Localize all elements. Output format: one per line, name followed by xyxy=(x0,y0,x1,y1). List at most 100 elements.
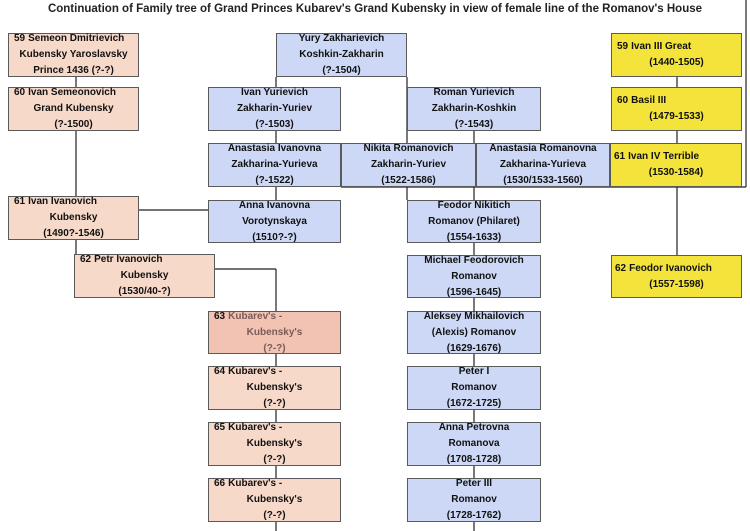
person-line: Kubensky's xyxy=(246,494,303,505)
person-dates: (1629-1676) xyxy=(446,342,502,354)
generation-number: 62 xyxy=(615,262,627,274)
person-dates: (1530/40-?) xyxy=(118,286,171,297)
person-line: Koshkin-Zakharin xyxy=(299,49,384,60)
person-line: Romanov xyxy=(451,270,497,282)
person-box-peter-iii: Peter III Romanov (1728-1762) xyxy=(407,478,541,522)
person-line: Kubensky xyxy=(49,212,98,223)
generation-number: 60 xyxy=(14,87,26,98)
person-name: Kubarev's - xyxy=(228,366,283,377)
person-line: Zakharina-Yurieva xyxy=(499,159,587,170)
person-line: Romanov (Philaret) xyxy=(428,215,520,227)
person-box-michael: Michael Feodorovich Romanov (1596-1645) xyxy=(407,255,541,298)
person-line: Vorotynskaya xyxy=(242,215,307,227)
person-name: Kubarev's - xyxy=(228,310,283,322)
generation-number: 61 xyxy=(614,151,626,162)
person-dates: (1557-1598) xyxy=(649,278,704,290)
person-name: Ivan III Great xyxy=(631,41,692,52)
person-box-nikita: Nikita Romanovich Zakharin-Yuriev (1522-… xyxy=(341,143,476,187)
person-box-anastasia-ivanovna: Anastasia Ivanovna Zakharina-Yurieva (?-… xyxy=(208,143,341,187)
person-line: Kubensky's xyxy=(246,438,303,449)
person-dates: (1510?-?) xyxy=(252,231,297,243)
person-dates: (?-1503) xyxy=(255,119,294,130)
person-name: Aleksey Mikhailovich xyxy=(423,310,525,322)
person-line: Romanova xyxy=(448,438,500,449)
generation-number: 64 xyxy=(214,366,226,377)
person-box-ivan-yurievich: Ivan Yurievich Zakharin-Yuriev (?-1503) xyxy=(208,87,341,131)
person-dates: (1530/1533-1560) xyxy=(503,175,583,186)
person-line: Kubensky's xyxy=(246,382,303,393)
person-name: Anastasia Romanovna xyxy=(489,143,597,154)
person-line: (Alexis) Romanov xyxy=(431,326,517,338)
person-name: Ivan IV Terrible xyxy=(628,151,700,162)
person-name: Feodor Ivanovich xyxy=(629,262,712,274)
generation-number: 65 xyxy=(214,422,226,433)
person-name: Basil III xyxy=(631,95,667,106)
generation-number: 59 xyxy=(14,33,26,44)
person-dates: (1440-1505) xyxy=(649,57,704,68)
person-name: Michael Feodorovich xyxy=(424,254,524,266)
person-line: Zakharin-Yuriev xyxy=(236,103,313,114)
person-box-aleksey: Aleksey Mikhailovich (Alexis) Romanov (1… xyxy=(407,311,541,354)
person-name: Anna Petrovna xyxy=(438,422,510,433)
person-name: Ivan Semeonovich xyxy=(28,87,116,98)
person-box-roman-yurievich: Roman Yurievich Zakharin-Koshkin (?-1543… xyxy=(407,87,541,131)
generation-number: 59 xyxy=(617,41,629,52)
person-name: Ivan Yurievich xyxy=(240,87,309,98)
generation-number: 60 xyxy=(617,95,629,106)
person-dates: (1728-1762) xyxy=(446,510,502,521)
person-name: Nikita Romanovich xyxy=(363,143,454,154)
person-line: Kubensky Yaroslavsky xyxy=(19,49,128,60)
generation-number: 66 xyxy=(214,478,226,489)
person-name: Kubarev's - xyxy=(228,478,283,489)
person-dates: (1708-1728) xyxy=(446,454,502,465)
person-name: Peter I xyxy=(458,366,490,377)
person-box-feodor-nikitich: Feodor Nikitich Romanov (Philaret) (1554… xyxy=(407,200,541,243)
person-box-peter-i: Peter I Romanov (1672-1725) xyxy=(407,366,541,410)
person-dates: (?-1522) xyxy=(255,175,294,186)
person-line: Kubensky's xyxy=(246,326,303,338)
person-box-yury: Yury Zakharievich Koshkin-Zakharin (?-15… xyxy=(276,33,407,77)
person-name: Semeon Dmitrievich xyxy=(28,33,125,44)
person-name: Feodor Nikitich xyxy=(437,199,511,211)
person-line: Romanov xyxy=(451,494,497,505)
person-line: Kubensky xyxy=(120,270,169,281)
person-name: Peter III xyxy=(455,478,493,489)
person-dates: (1490?-1546) xyxy=(43,228,104,239)
person-box-anna-petrovna: Anna Petrovna Romanova (1708-1728) xyxy=(407,422,541,466)
person-dates: (1554-1633) xyxy=(446,231,502,243)
person-dates: Prince 1436 (?-?) xyxy=(33,65,114,76)
person-line: Zakharin-Koshkin xyxy=(431,103,517,114)
person-dates: (1522-1586) xyxy=(381,175,436,186)
person-dates: (1672-1725) xyxy=(446,398,502,409)
person-dates: (?-1500) xyxy=(54,119,93,130)
person-name: Yury Zakharievich xyxy=(298,33,385,44)
diagram-title: Continuation of Family tree of Grand Pri… xyxy=(47,3,703,15)
person-name: Kubarev's - xyxy=(228,422,283,433)
person-line: Romanov xyxy=(451,382,497,393)
generation-number: 61 xyxy=(14,196,26,207)
person-name: Anastasia Ivanovna xyxy=(227,143,322,154)
person-box-anastasia-romanovna: Anastasia Romanovna Zakharina-Yurieva (1… xyxy=(476,143,610,187)
person-dates: (?-?) xyxy=(263,454,286,465)
generation-number: 63 xyxy=(214,310,226,322)
person-line: Zakharina-Yurieva xyxy=(231,159,318,170)
person-dates: (?-?) xyxy=(263,398,286,409)
person-name: Petr Ivanovich xyxy=(94,254,163,265)
person-name: Anna Ivanovna xyxy=(238,199,311,211)
generation-number: 62 xyxy=(80,254,92,265)
person-line: Grand Kubensky xyxy=(33,103,114,114)
person-name: Roman Yurievich xyxy=(433,87,515,98)
person-name: Ivan Ivanovich xyxy=(28,196,98,207)
person-dates: (?-1504) xyxy=(322,65,361,76)
